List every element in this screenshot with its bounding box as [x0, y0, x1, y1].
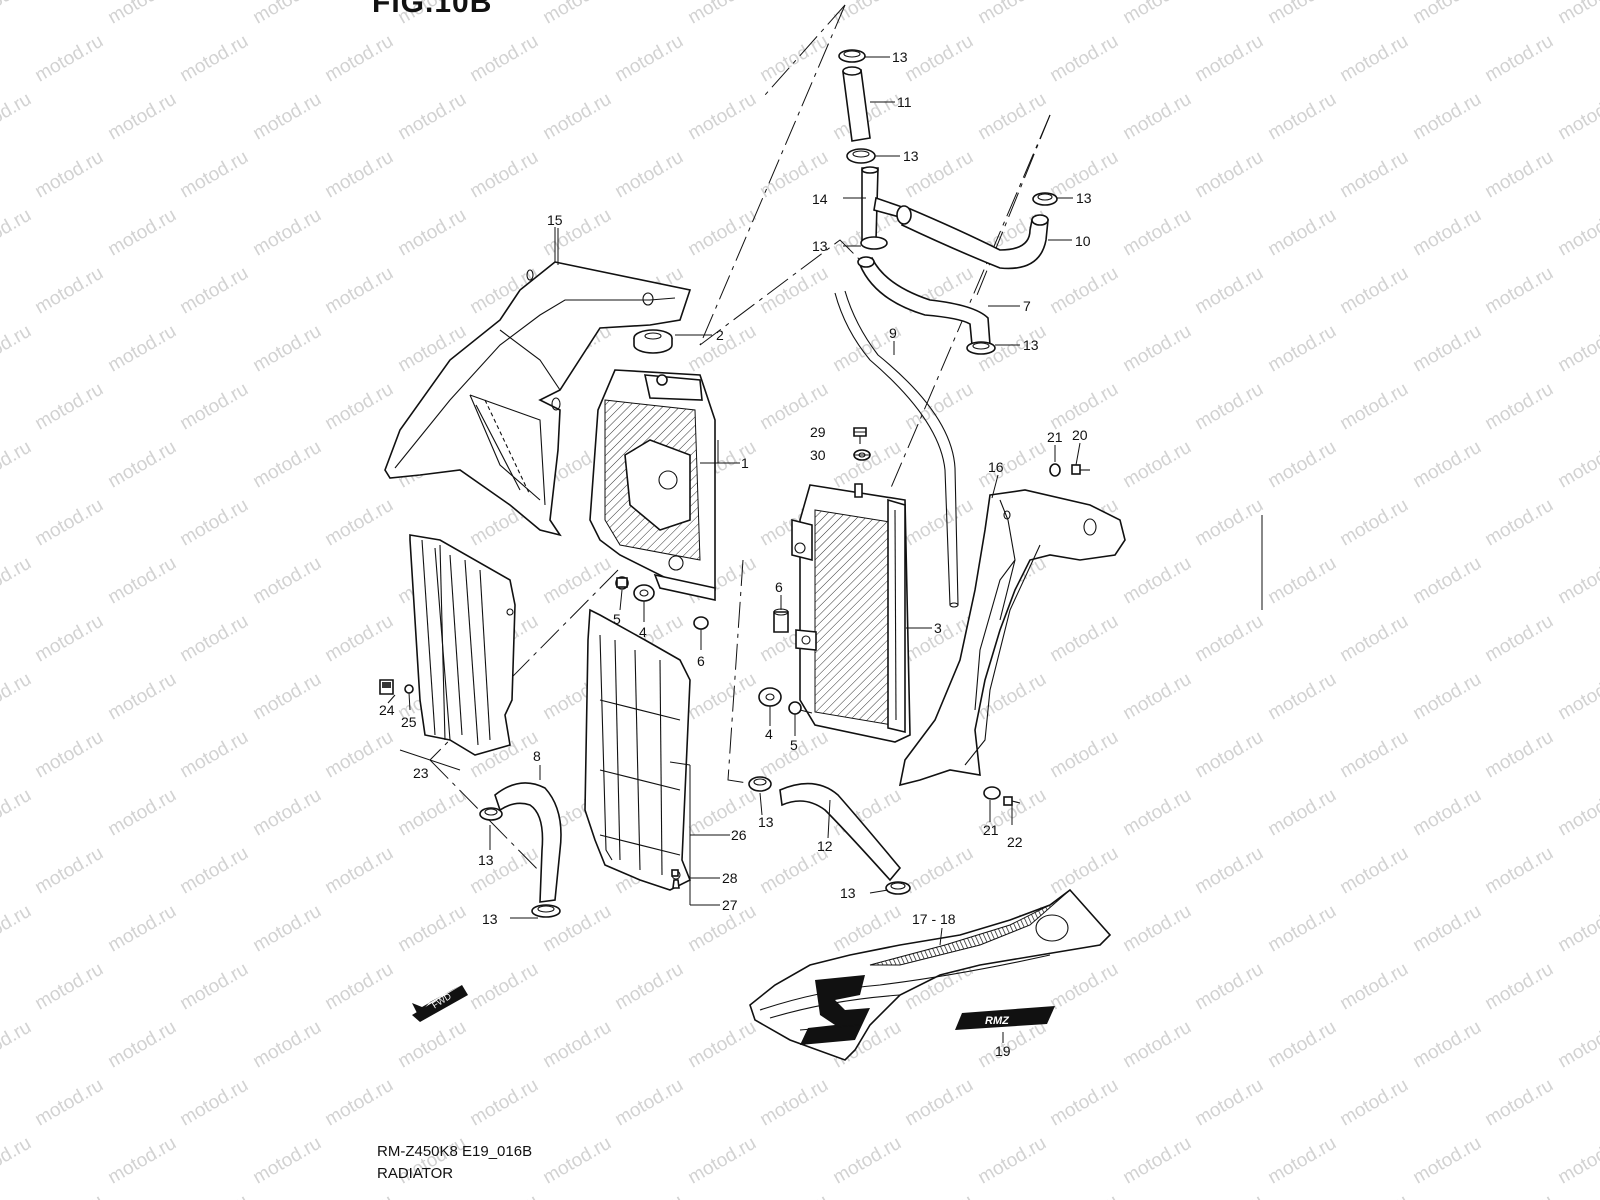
callout-17-18: 17 - 18: [912, 911, 956, 927]
diagram-name: RADIATOR: [377, 1165, 454, 1182]
part-3-right-radiator: [791, 483, 911, 743]
callout-15: 15: [547, 212, 563, 228]
callout-27: 27: [722, 897, 738, 913]
callout-13: 13: [1076, 190, 1092, 206]
callout-29: 29: [810, 424, 826, 440]
callout-21: 21: [1047, 429, 1063, 445]
callout-2: 2: [716, 327, 724, 343]
callout-9: 9: [889, 325, 897, 341]
callout-21: 21: [983, 822, 999, 838]
callout-13: 13: [482, 911, 498, 927]
callout-24: 24: [379, 702, 395, 718]
callout-1: 1: [741, 455, 749, 471]
callout-13: 13: [840, 885, 856, 901]
callout-12: 12: [817, 838, 833, 854]
part-26-radiator-guard: [584, 608, 692, 891]
callout-3: 3: [934, 620, 942, 636]
callout-4: 4: [765, 726, 773, 742]
callout-23: 23: [413, 765, 429, 781]
callout-22: 22: [1007, 834, 1023, 850]
callout-5: 5: [613, 611, 621, 627]
callout-10: 10: [1075, 233, 1091, 249]
callout-26: 26: [731, 827, 747, 843]
upper-hoses: [838, 49, 1058, 355]
part-9-breather-hose: [834, 290, 959, 608]
callout-4: 4: [639, 624, 647, 640]
callout-20: 20: [1072, 427, 1088, 443]
right-mount-hardware: [758, 608, 813, 715]
part-1-left-radiator: [589, 369, 716, 601]
callout-11: 11: [897, 94, 912, 110]
shroud-bolts: [983, 463, 1090, 806]
emblem-text: RMZ: [985, 1015, 1010, 1027]
clip-24-25: [379, 679, 414, 695]
leader-lines: [387, 56, 1081, 1043]
lower-hose-8: [479, 782, 562, 918]
callout-labels: 13 11 13 14 13 13 10 7 13 9 15 2 1 29 30…: [379, 49, 1092, 1059]
callout-28: 28: [722, 870, 738, 886]
diagram-code: RM-Z450K8 E19_016B: [377, 1143, 533, 1160]
callout-6: 6: [697, 653, 705, 669]
callout-13: 13: [478, 852, 494, 868]
part-2-radiator-cap: [633, 329, 673, 354]
part-19-rmz-emblem: RMZ: [955, 1006, 1055, 1030]
callout-13: 13: [903, 148, 919, 164]
callout-13: 13: [892, 49, 908, 65]
part-17-18-shroud-decal: [749, 888, 1112, 1061]
fwd-arrow: FWD: [412, 985, 468, 1022]
part-15-left-shroud: [384, 261, 692, 537]
callout-14: 14: [812, 191, 828, 207]
figure-title: FIG.10B: [372, 0, 493, 19]
left-mount-hardware: [615, 576, 709, 630]
callout-7: 7: [1023, 298, 1031, 314]
part-16-right-shroud: [898, 489, 1126, 787]
callout-16: 16: [988, 459, 1004, 475]
callout-6: 6: [775, 579, 783, 595]
lower-hose-12: [748, 776, 911, 895]
callout-5: 5: [790, 737, 798, 753]
callout-19: 19: [995, 1043, 1011, 1059]
callout-13: 13: [758, 814, 774, 830]
callout-8: 8: [533, 748, 541, 764]
callout-25: 25: [401, 714, 417, 730]
callout-30: 30: [810, 447, 826, 463]
callout-13: 13: [1023, 337, 1039, 353]
callout-13: 13: [812, 238, 828, 254]
part-23-left-louver: [409, 534, 516, 756]
